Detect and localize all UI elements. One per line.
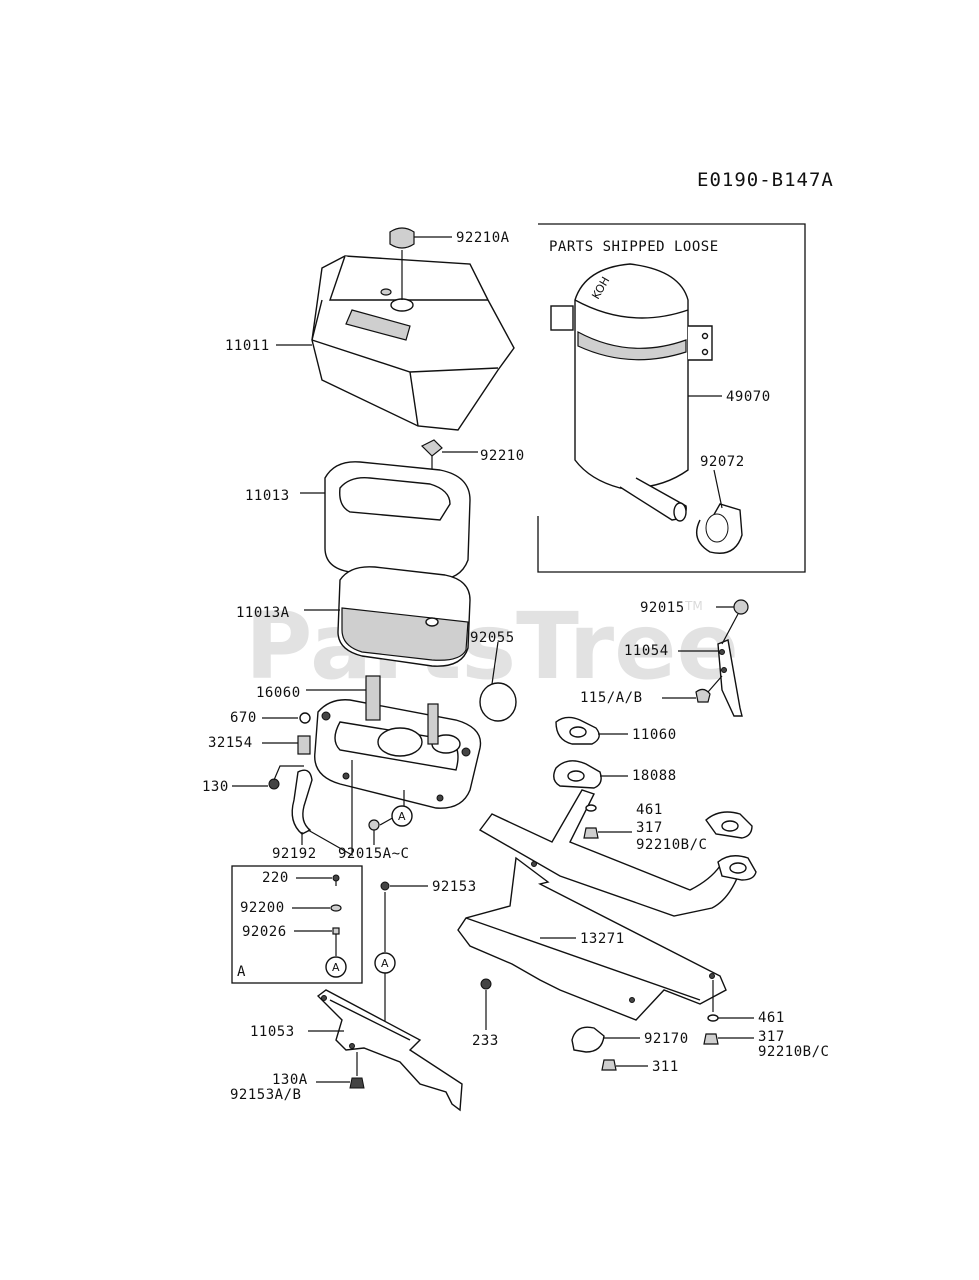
bolt-92153 [380, 881, 390, 891]
label-11013A: 11013A [236, 605, 290, 621]
parts-shipped-loose-title: PARTS SHIPPED LOOSE [549, 239, 719, 255]
nut-317-a [583, 827, 599, 839]
label-92072: 92072 [700, 454, 745, 470]
nut-92210 [420, 439, 443, 457]
label-130A: 130A [272, 1072, 308, 1088]
inset-letter: A [237, 964, 246, 980]
label-311: 311 [652, 1059, 679, 1075]
air-cleaner-base [314, 675, 482, 809]
label-461-a: 461 [636, 802, 663, 818]
watermark-tm: TM [684, 599, 703, 613]
label-11060: 11060 [632, 727, 677, 743]
label-11054: 11054 [624, 643, 669, 659]
nut-92015AC [368, 819, 380, 831]
label-92192: 92192 [272, 846, 317, 862]
label-115AB: 115/A/B [580, 690, 643, 706]
ref-letter-a: A [398, 810, 406, 823]
label-92153AB: 92153A/B [230, 1087, 301, 1103]
label-92015AC: 92015A~C [338, 846, 409, 862]
bolt-130A [349, 1077, 365, 1089]
nut-317-b [703, 1033, 719, 1045]
pre-cleaner-foam [324, 461, 471, 581]
label-92200: 92200 [240, 900, 285, 916]
label-11053: 11053 [250, 1024, 295, 1040]
knob-92210A [389, 227, 415, 249]
label-317-a: 317 [636, 820, 663, 836]
label-92153: 92153 [432, 879, 477, 895]
filter-element [337, 566, 471, 667]
washer-461-b [707, 1014, 719, 1022]
exhaust-pipe-18088 [478, 760, 757, 917]
clamp-92170 [571, 1026, 605, 1053]
ref-letter-a-2: A [381, 957, 389, 970]
label-32154: 32154 [208, 735, 253, 751]
label-92055: 92055 [470, 630, 515, 646]
inset-ref-letter: A [332, 961, 340, 974]
label-92210BC-a: 92210B/C [636, 837, 707, 853]
diagram-code: E0190-B147A [697, 169, 834, 191]
bolt-130 [268, 778, 280, 790]
label-92210BC-b: 92210B/C [758, 1044, 829, 1060]
ref-circle-a [391, 805, 413, 827]
label-92210A: 92210A [456, 230, 510, 246]
label-16060: 16060 [256, 685, 301, 701]
o-ring-92055 [479, 682, 517, 722]
fitting-32154 [297, 735, 311, 755]
label-670: 670 [230, 710, 257, 726]
gasket-11060 [555, 716, 600, 745]
washer-461-a [585, 804, 597, 812]
label-11011: 11011 [225, 338, 270, 354]
label-92210: 92210 [480, 448, 525, 464]
label-49070: 49070 [726, 389, 771, 405]
label-13271: 13271 [580, 931, 625, 947]
label-92170: 92170 [644, 1031, 689, 1047]
air-cleaner-cover [311, 255, 515, 431]
label-233: 233 [472, 1033, 499, 1049]
parts-shipped-loose-box: PARTS SHIPPED LOOSE KOH 49070 92072 [537, 223, 806, 573]
label-130: 130 [202, 779, 229, 795]
label-11013: 11013 [245, 488, 290, 504]
label-18088: 18088 [632, 768, 677, 784]
muffler-drawing: KOH [550, 263, 743, 554]
label-461-b: 461 [758, 1010, 785, 1026]
label-92015: 92015 [640, 600, 685, 616]
label-317-b: 317 [758, 1029, 785, 1045]
bracket-11053 [316, 989, 463, 1112]
label-220: 220 [262, 870, 289, 886]
ring-670 [299, 712, 311, 724]
label-92026: 92026 [242, 924, 287, 940]
bolt-115AB [695, 688, 711, 703]
inset-box-a: A 220 92200 92026 A [231, 865, 363, 984]
hose-92192 [291, 769, 313, 835]
bolt-233 [480, 978, 492, 990]
bracket-11054 [717, 639, 743, 717]
nut-92015 [733, 599, 749, 615]
nut-311 [601, 1059, 617, 1071]
